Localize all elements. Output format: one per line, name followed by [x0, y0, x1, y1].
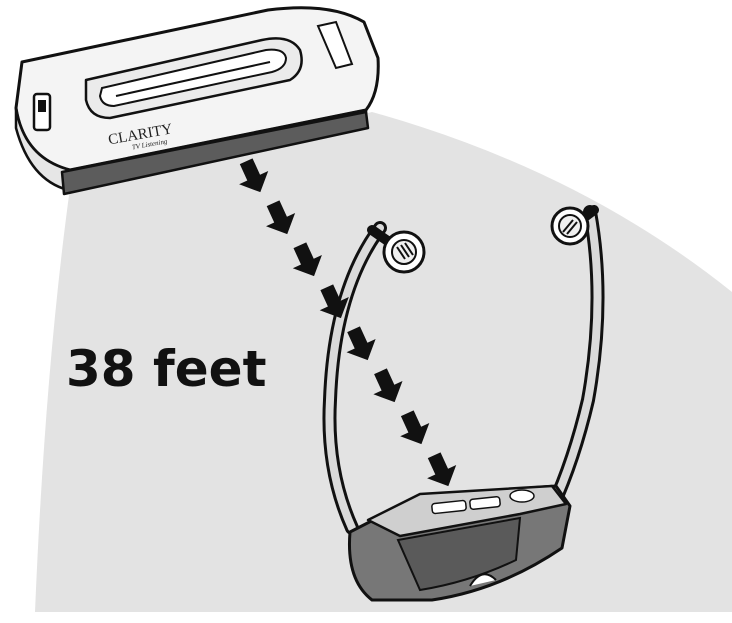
range-distance-label: 38 feet: [66, 340, 266, 398]
receiver-button-mid: [470, 496, 501, 509]
ear-bud-icon: [552, 208, 588, 244]
receiver-volume-wheel: [510, 490, 534, 502]
power-switch-knob: [38, 100, 46, 112]
ear-bud-icon: [384, 232, 424, 272]
